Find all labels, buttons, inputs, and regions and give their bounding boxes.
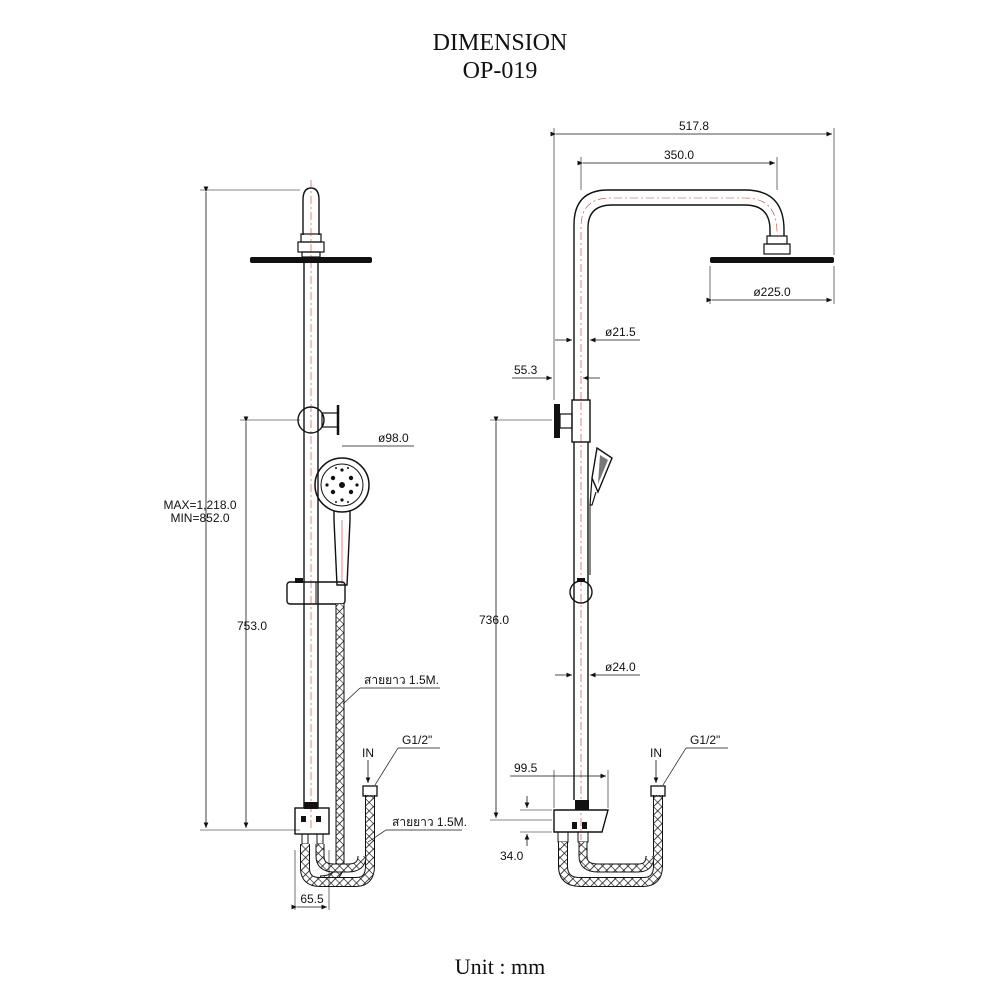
- side-lower-riser: [573, 402, 589, 840]
- front-riser-pipe: [303, 263, 319, 808]
- front-inlet-spacing-label: 65.5: [300, 892, 324, 906]
- side-dim-arm-reach: [577, 157, 778, 190]
- side-thread-label: G1/2": [690, 733, 720, 747]
- front-top-pipe: [297, 180, 325, 830]
- front-hose-lower-label: สายยาว 1.5M.: [392, 815, 467, 829]
- side-mixer-thickness-label: 34.0: [500, 849, 524, 863]
- front-rain-head: [250, 251, 372, 263]
- front-thread-label: G1/2": [402, 733, 432, 747]
- side-diverter: [554, 399, 591, 443]
- side-mixer-height-label: 736.0: [479, 613, 509, 627]
- side-head-dia-label: ø225.0: [753, 285, 791, 299]
- side-dim-736: [490, 416, 552, 821]
- front-view: MAX=1,218.0 MIN=852.0 753.0 ø98.0 สายยาว…: [163, 180, 467, 910]
- front-dim-inlet-spacing: [291, 850, 330, 910]
- side-dim-head-dia: [706, 266, 835, 304]
- front-hose-upper-label: สายยาว 1.5M.: [364, 673, 439, 687]
- unit-label: Unit : mm: [454, 954, 546, 979]
- front-dim-height: [200, 186, 300, 831]
- side-wall-offset-label: 55.3: [514, 363, 538, 377]
- side-total-reach-label: 517.8: [679, 119, 709, 133]
- side-dim-total-reach: [550, 128, 835, 400]
- front-max-height-label: MAX=1,218.0: [163, 498, 236, 512]
- front-mixer-body: [294, 802, 330, 845]
- side-pipe-dia-upper-label: ø21.5: [605, 325, 636, 339]
- front-inlet-label: IN: [362, 746, 374, 760]
- side-arm-reach-label: 350.0: [664, 148, 694, 162]
- side-hand-shower: [589, 446, 613, 575]
- drawing-title: DIMENSION: [432, 30, 568, 56]
- model-number: OP-019: [462, 58, 538, 84]
- side-mixer-depth-label: 99.5: [514, 761, 538, 775]
- front-hand-shower: [314, 457, 370, 586]
- front-dim-753: [240, 416, 300, 828]
- front-handshower-dia-label: ø98.0: [378, 431, 409, 445]
- front-mixer-height-label: 753.0: [237, 619, 267, 633]
- side-rain-head: [710, 257, 834, 263]
- front-min-height-label: MIN=852.0: [170, 511, 229, 525]
- side-view: 517.8 350.0 ø225.0 ø21.5 55.3: [479, 119, 835, 887]
- front-slider-bracket: [286, 578, 346, 605]
- side-riser-arm: [573, 189, 791, 400]
- side-pipe-dia-lower-label: ø24.0: [605, 660, 636, 674]
- side-inlet-label: IN: [650, 746, 662, 760]
